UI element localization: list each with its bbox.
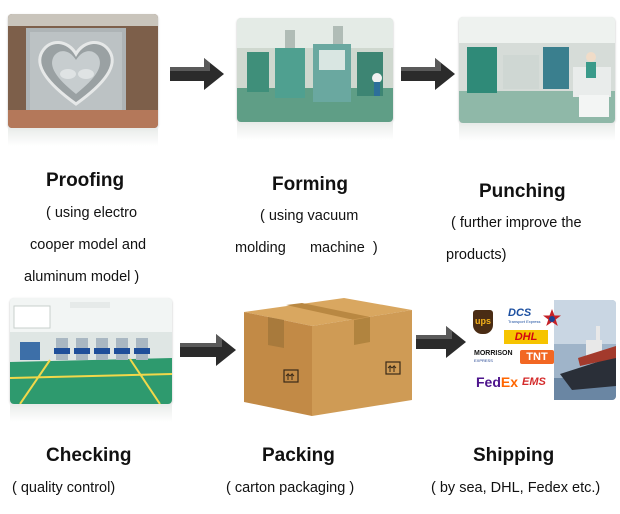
step-desc-punching-1: ( further improve the: [451, 215, 582, 231]
step-title-forming: Forming: [272, 174, 348, 195]
step-title-proofing: Proofing: [46, 170, 125, 191]
punching-photo: [459, 17, 615, 123]
arrow-right-icon: [180, 334, 236, 366]
step-desc-proofing-1: ( using electro: [46, 205, 138, 221]
arrow-right-icon: [416, 326, 466, 358]
dhl-logo: DHL: [504, 330, 548, 344]
forming-photo: [237, 18, 393, 122]
star-logo-icon: [542, 308, 562, 328]
step-desc-proofing-2: cooper model and: [30, 237, 147, 253]
dcs-logo: DCS Transport Express: [508, 307, 541, 325]
morrison-logo: MORRISON EXPRESS: [474, 350, 513, 363]
step-desc-forming-2: molding machine ): [235, 240, 378, 256]
proofing-photo: [8, 14, 158, 128]
step-desc-shipping-1: ( by sea, DHL, Fedex etc.): [431, 480, 601, 496]
ups-logo: ups: [473, 310, 493, 334]
step-title-checking: Checking: [46, 445, 132, 466]
forming-reflection: [237, 122, 393, 140]
step-title-punching: Punching: [479, 181, 566, 202]
step-desc-punching-2: products): [446, 247, 507, 263]
proofing-reflection: [8, 128, 158, 146]
checking-photo: [10, 298, 172, 404]
step-desc-proofing-3: aluminum model ): [24, 269, 140, 285]
tnt-logo: TNT: [520, 350, 554, 364]
step-desc-forming-1: ( using vacuum: [260, 208, 359, 224]
ems-logo: EMS: [522, 376, 546, 388]
punching-reflection: [459, 123, 615, 141]
arrow-right-icon: [170, 58, 224, 90]
fedex-logo: FedEx: [476, 374, 519, 390]
step-title-packing: Packing: [262, 445, 335, 466]
step-title-shipping: Shipping: [473, 445, 555, 466]
step-desc-packing-1: ( carton packaging ): [226, 480, 355, 496]
step-desc-checking-1: ( quality control): [12, 480, 116, 496]
arrow-right-icon: [401, 58, 455, 90]
checking-reflection: [10, 404, 172, 422]
shipping-logos-image: ups DCS Transport Express DHL MORRISON E…: [468, 300, 616, 400]
carton-box-image: [236, 290, 416, 418]
